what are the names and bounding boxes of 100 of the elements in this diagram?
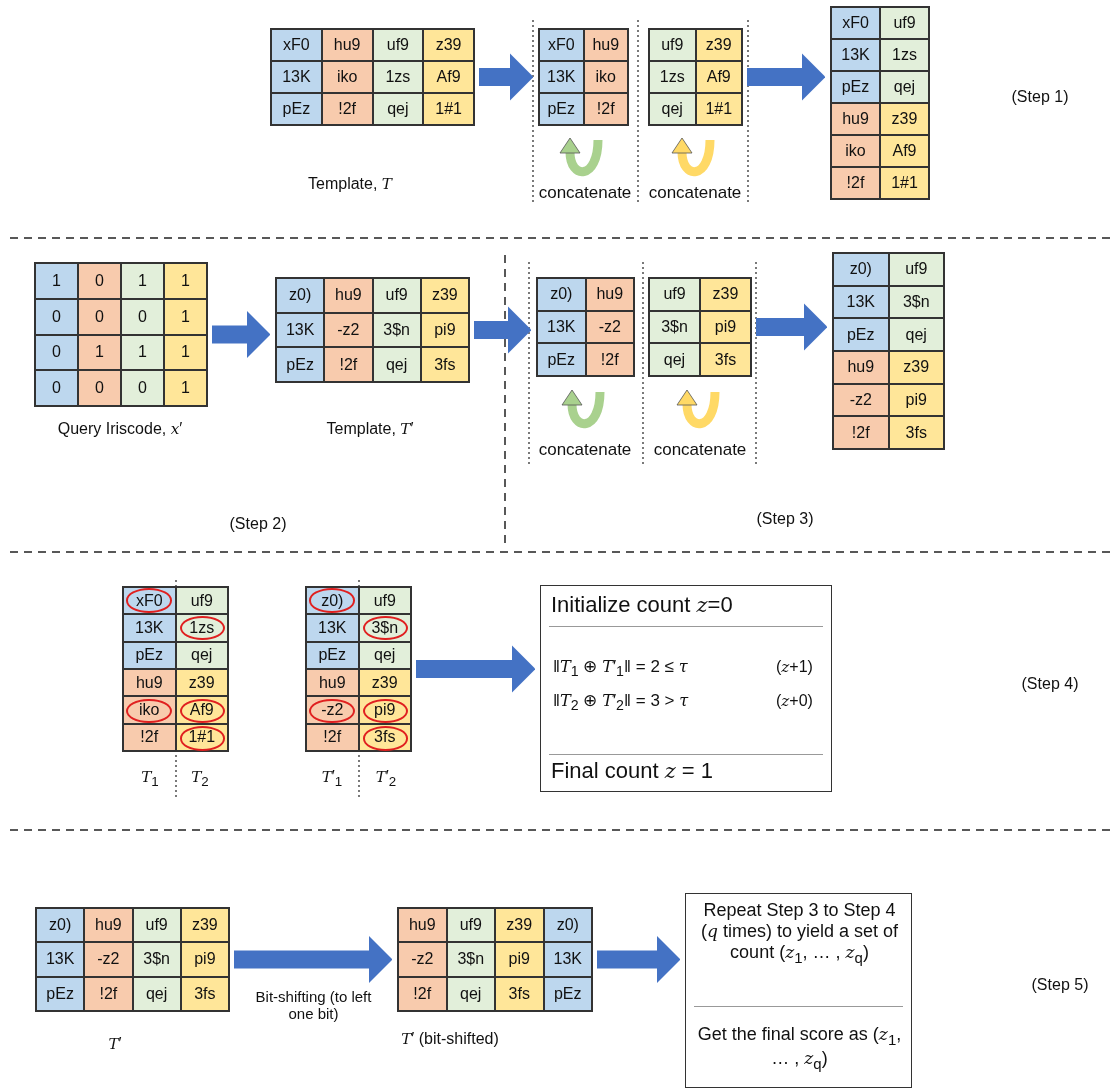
table-cell: z0) [36, 908, 85, 943]
table-cell: qej [446, 976, 495, 1011]
table-cell: xF0 [539, 29, 584, 61]
table-cell: 13K [539, 61, 584, 93]
count-note: (z+0) [776, 692, 813, 710]
table-cell: 1zs [880, 39, 929, 71]
table-cell: z39 [358, 669, 411, 697]
table-cell: !2f [583, 93, 628, 125]
step-label: (Step 4) [1021, 675, 1079, 693]
block-arrow [416, 645, 536, 693]
table-cell: qej [649, 343, 700, 376]
table-caption: Template, T [308, 175, 392, 193]
table-caption: T′$_{2}$ [375, 768, 397, 790]
table-cell: -z2 [833, 383, 889, 417]
table-cell: 3fs [700, 343, 751, 376]
table-cell: -z2 [84, 942, 133, 977]
code-table [648, 277, 752, 377]
table-cell: xF0 [831, 7, 880, 39]
table-caption: T$_{2}$ [191, 768, 209, 790]
table-cell: 1#1 [695, 93, 742, 125]
table-cell: z39 [423, 29, 474, 61]
table-caption: Template, T′ [326, 420, 414, 438]
table-cell: z39 [495, 908, 544, 943]
table-cell: -z2 [398, 942, 447, 977]
table-cell: Af9 [695, 61, 742, 93]
table-cell: z39 [888, 351, 944, 384]
step-label: (Step 5) [1031, 976, 1089, 994]
table-cell: 3$n [132, 942, 181, 977]
table-cell: z0) [306, 587, 359, 615]
formula: ‖T$_{1}$ ⊕ T′$_{1}$‖ = 2 ≤ τ [553, 656, 688, 680]
step-label: (Step 3) [756, 510, 814, 528]
table-cell: pEz [537, 343, 586, 376]
table-caption: T′$_{1}$ [321, 768, 343, 790]
table-cell: xF0 [271, 29, 322, 61]
table-cell: pi9 [180, 942, 229, 977]
table-cell: pEz [831, 71, 880, 103]
table-cell: 3$n [446, 942, 495, 977]
code-table [305, 586, 412, 752]
table-cell: hu9 [123, 669, 176, 697]
table-cell: qej [649, 93, 696, 125]
table-cell: qej [880, 71, 929, 103]
table-cell: 3$n [888, 285, 944, 319]
table-cell: z39 [700, 278, 751, 311]
table-cell: uf9 [358, 587, 411, 615]
table-cell: iko [831, 135, 880, 167]
box-text: Repeat Step 3 to Step 4 (q times) to yield a set of count (z$_{1}$, … , z$_{q}$) [700, 900, 899, 966]
process-box [540, 585, 832, 792]
table-cell: 0 [121, 370, 164, 406]
table-cell: -z2 [585, 310, 634, 344]
table-cell: !2f [123, 723, 176, 751]
code-table [648, 28, 743, 126]
table-cell: iko [321, 61, 373, 93]
table-cell: uf9 [649, 278, 700, 311]
table-cell: uf9 [446, 908, 495, 943]
code-table [397, 907, 593, 1012]
table-cell: 1#1 [423, 93, 474, 125]
table-cell: z39 [695, 29, 742, 61]
code-table [34, 262, 208, 407]
box-text: Get the final score as (z$_{1}$, … , z$_{q}$) [696, 1024, 903, 1072]
table-cell: 0 [35, 334, 78, 371]
table-cell: Af9 [880, 135, 929, 167]
table-cell: 3$n [649, 310, 700, 344]
step-label: (Step 2) [229, 515, 287, 533]
table-cell: !2f [833, 416, 889, 449]
table-cell: iko [583, 61, 628, 93]
table-cell: pEz [543, 976, 592, 1011]
table-cell: pi9 [495, 942, 544, 977]
table-cell: 1 [35, 263, 78, 299]
code-table [35, 907, 230, 1012]
table-cell: 3$n [372, 312, 421, 348]
code-table [270, 28, 475, 126]
code-table [538, 28, 629, 126]
table-cell: z39 [880, 103, 929, 135]
table-cell: !2f [324, 347, 373, 382]
table-caption: Query Iriscode, x′ [57, 420, 183, 438]
table-cell: uf9 [372, 278, 421, 313]
table-cell: hu9 [583, 29, 628, 61]
table-cell: -z2 [324, 312, 373, 348]
table-cell: 13K [123, 614, 176, 642]
table-cell: !2f [398, 976, 447, 1011]
table-cell: pEz [833, 318, 889, 351]
table-cell: hu9 [831, 103, 880, 135]
table-cell: pEz [123, 641, 176, 669]
table-cell: z0) [833, 253, 889, 286]
table-cell: pEz [276, 347, 325, 382]
table-cell: 13K [833, 285, 889, 319]
table-cell: hu9 [398, 908, 447, 943]
table-cell: pEz [539, 93, 584, 125]
table-cell: qej [132, 976, 181, 1011]
table-cell: 13K [543, 942, 592, 977]
table-cell: pi9 [420, 312, 469, 348]
table-cell: 1 [164, 263, 207, 299]
table-cell: 1 [164, 370, 207, 406]
table-cell: 13K [271, 61, 322, 93]
table-cell: 13K [306, 614, 359, 642]
table-cell: qej [372, 93, 424, 125]
table-cell: 3fs [420, 347, 469, 382]
code-table [122, 586, 229, 752]
table-cell: pEz [271, 93, 322, 125]
table-cell: 13K [537, 310, 586, 344]
